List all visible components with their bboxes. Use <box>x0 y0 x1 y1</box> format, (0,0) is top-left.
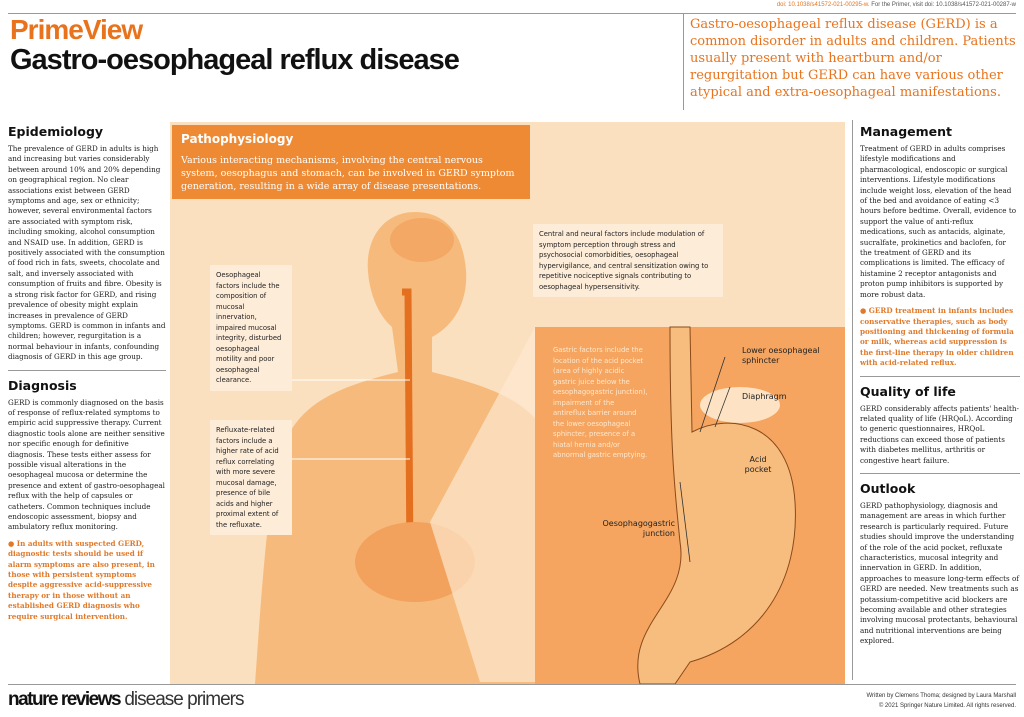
divider <box>860 472 1020 474</box>
brand-title: PrimeView <box>10 14 143 45</box>
zoom-wedge <box>430 327 535 682</box>
pathophysiology-intro: Various interacting mechanisms, involvin… <box>181 155 515 192</box>
divider <box>8 684 1016 685</box>
anatomy-illustration <box>255 212 845 685</box>
label-les: Lower oesophageal sphincter <box>742 346 820 365</box>
page-title: Gastro-oesophageal reflux disease <box>10 44 460 76</box>
epidemiology-body: The prevalence of GERD in adults is high… <box>8 144 166 362</box>
journal-logo: nature reviews disease primers <box>8 689 244 711</box>
right-column: Management Treatment of GERD in adults c… <box>860 124 1020 647</box>
diagnosis-note: ● In adults with suspected GERD, diagnos… <box>8 538 155 621</box>
epidemiology-heading: Epidemiology <box>8 124 104 139</box>
credit-copyright: © 2021 Springer Nature Limited. All righ… <box>878 703 1016 709</box>
outlook-body: GERD pathophysiology, diagnosis and mana… <box>860 500 1020 646</box>
divider <box>8 13 1016 14</box>
doi-article[interactable]: doi: 10.1038/s41572-021-00295-w. <box>776 2 870 8</box>
outlook-heading: Outlook <box>860 480 916 496</box>
left-column: Epidemiology The prevalence of GERD in a… <box>8 124 166 622</box>
label-acid-pocket: Acid pocket <box>744 455 772 474</box>
label-ogj: Oesophagogastric junction <box>602 519 676 538</box>
brain-icon <box>390 218 454 262</box>
stomach <box>637 326 796 685</box>
quality-body: GERD considerably affects patients' heal… <box>860 403 1019 465</box>
central-factors-box: Central and neural factors include modul… <box>533 224 723 297</box>
divider <box>683 14 684 110</box>
credits: Written by Clemens Thoma; designed by La… <box>866 691 1016 711</box>
doi-primer[interactable]: For the Primer, visit doi: 10.1038/s4157… <box>871 2 1016 8</box>
intro-text: Gastro-oesophageal reflux disease (GERD)… <box>690 17 1016 100</box>
pathophysiology-panel <box>170 122 845 685</box>
divider <box>860 375 1020 377</box>
label-diaphragm: Diaphragm <box>742 392 787 401</box>
doi-line: doi: 10.1038/s41572-021-00295-w. For the… <box>777 2 1016 8</box>
quality-heading: Quality of life <box>860 383 956 399</box>
gastric-factors-text: Gastric factors include the location of … <box>553 346 648 459</box>
pathophysiology-header: Pathophysiology Various interacting mech… <box>172 125 530 199</box>
diagnosis-body: GERD is commonly diagnosed on the basis … <box>8 397 165 532</box>
management-body: Treatment of GERD in adults comprises li… <box>860 144 1017 299</box>
credit-authors: Written by Clemens Thoma; designed by La… <box>866 693 1016 699</box>
refluxate-factors-box: Refluxate-related factors include a high… <box>210 420 292 535</box>
logo-bold: nature reviews <box>8 689 122 710</box>
oesophageal-factors-box: Oesophageal factors include the composit… <box>210 265 292 391</box>
pathophysiology-heading: Pathophysiology <box>181 132 294 146</box>
logo-light: disease primers <box>120 689 244 710</box>
diagnosis-heading: Diagnosis <box>8 377 77 393</box>
divider <box>852 120 853 680</box>
divider <box>8 369 166 371</box>
management-note: ● GERD treatment in infants includes con… <box>860 306 1014 368</box>
management-heading: Management <box>860 124 953 139</box>
